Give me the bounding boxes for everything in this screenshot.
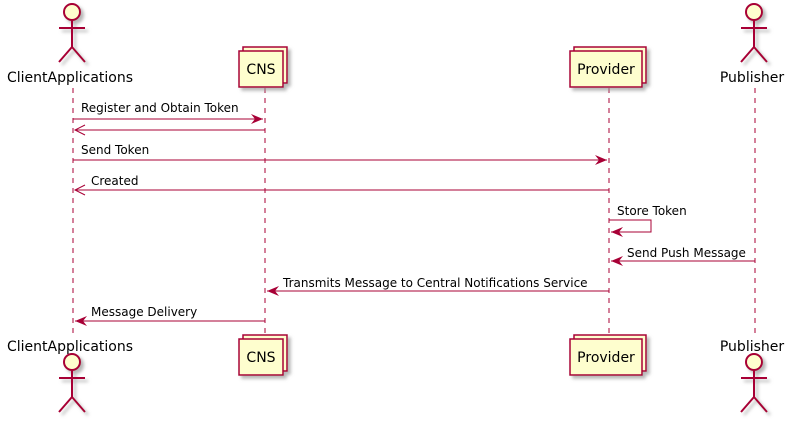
participant-label-client-top: ClientApplications [7, 70, 133, 86]
actor-body [740, 20, 768, 63]
message-5-self: Store Token [609, 204, 687, 237]
participant-cns-bottom [238, 334, 288, 376]
actor-head [63, 353, 81, 371]
message-label-4: Created [91, 174, 139, 188]
actor-client-top [58, 3, 86, 63]
message-3: Send Token [73, 143, 607, 165]
participant-label-client-bottom: ClientApplications [7, 339, 133, 355]
actor-client-bottom [58, 353, 86, 413]
message-1: Register and Obtain Token [73, 101, 263, 124]
message-label-3: Send Token [81, 143, 149, 157]
actor-body [740, 370, 768, 413]
actor-head [745, 3, 763, 21]
message-8: Message Delivery [75, 305, 265, 326]
message-label-5: Store Token [617, 204, 687, 218]
actor-publisher-bottom [740, 353, 768, 413]
actor-publisher-top [740, 3, 768, 63]
actor-body [58, 20, 86, 63]
actor-head [745, 353, 763, 371]
participant-label-publisher-bottom: Publisher [720, 339, 785, 355]
participant-provider-top [569, 46, 647, 88]
participant-cns-top [238, 46, 288, 88]
actor-body [58, 370, 86, 413]
message-label-8: Message Delivery [91, 305, 197, 319]
message-7: Transmits Message to Central Notificatio… [267, 276, 609, 296]
message-label-7: Transmits Message to Central Notificatio… [282, 276, 588, 290]
participant-label-provider-bottom: Provider [577, 350, 635, 366]
participant-provider-bottom [569, 334, 647, 376]
message-label-6: Send Push Message [627, 246, 746, 260]
participant-label-publisher-top: Publisher [720, 70, 785, 86]
actor-head [63, 3, 81, 21]
message-6: Send Push Message [611, 246, 755, 266]
message-4: Created [73, 174, 609, 196]
participant-label-cns-top: CNS [246, 62, 275, 78]
message-label-1: Register and Obtain Token [81, 101, 239, 115]
participant-label-provider-top: Provider [577, 62, 635, 78]
message-2 [73, 124, 265, 136]
participant-label-cns-bottom: CNS [246, 350, 275, 366]
